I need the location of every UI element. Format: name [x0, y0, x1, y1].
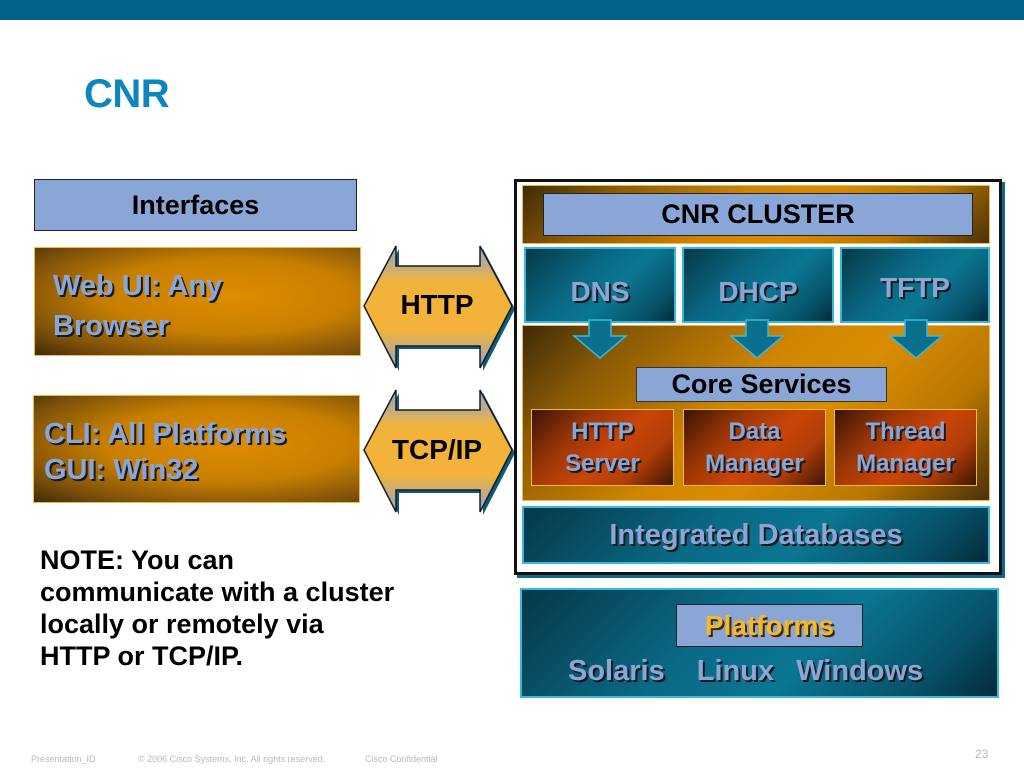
double-arrow-icon	[363, 245, 515, 371]
core-services-label: Core Services	[636, 367, 887, 402]
integrated-databases-label: Integrated Databases	[609, 518, 903, 551]
interface-box-cli-gui: CLI: All Platforms GUI: Win32	[33, 395, 360, 503]
interface-box-line: Browser	[53, 310, 170, 342]
component-line: Data	[728, 417, 781, 445]
down-arrow-icon	[571, 319, 629, 359]
note-line: locally or remotely via	[40, 609, 324, 639]
interface-box-line: GUI: Win32	[44, 454, 199, 486]
footer-confidential: Cisco Confidential	[365, 754, 438, 764]
platforms-header-text: Platforms	[704, 609, 835, 641]
footer-copyright: © 2006 Cisco Systems, Inc. All rights re…	[138, 754, 326, 764]
service-tftp: TFTP	[840, 247, 990, 323]
page-number: 23	[975, 747, 989, 761]
platform-item-windows: Windows	[796, 655, 924, 687]
core-services-text: Core Services	[671, 369, 852, 399]
component-line: Manager	[705, 449, 804, 477]
protocol-label-tcpip: TCP/IP	[391, 434, 483, 465]
down-arrow-icon	[728, 319, 786, 359]
component-line: HTTP	[571, 417, 634, 445]
interfaces-header-text: Interfaces	[131, 189, 260, 220]
platforms-header: Platforms	[676, 604, 863, 647]
service-dns: DNS	[524, 247, 676, 323]
platform-list: Solaris Linux Windows	[568, 655, 988, 693]
service-label: DNS	[570, 276, 630, 307]
cluster-header: CNR CLUSTER	[543, 193, 973, 236]
top-banner	[0, 0, 1024, 20]
protocol-label-http: HTTP	[400, 289, 474, 320]
note-line: HTTP or TCP/IP.	[40, 641, 244, 671]
component-line: Server	[565, 449, 640, 477]
interface-box-line: Web UI: Any	[53, 270, 223, 302]
interfaces-header: Interfaces	[34, 179, 357, 231]
footer-presentation-id: Presentation_ID	[31, 754, 96, 764]
component-thread-manager: Thread Manager	[834, 409, 977, 486]
interface-box-web-ui: Web UI: Any Browser	[34, 247, 361, 356]
service-dhcp: DHCP	[682, 247, 834, 323]
platform-item-linux: Linux	[696, 655, 775, 687]
component-line: Manager	[856, 449, 955, 477]
down-arrow-icon	[887, 319, 945, 359]
component-http-server: HTTP Server	[531, 409, 674, 486]
slide-title: CNR	[84, 72, 170, 116]
component-data-manager: Data Manager	[683, 409, 826, 486]
component-line: Thread	[865, 417, 946, 445]
integrated-databases: Integrated Databases	[522, 506, 990, 564]
service-label: TFTP	[880, 272, 950, 303]
note-line: communicate with a cluster	[40, 577, 395, 607]
platform-item-solaris: Solaris	[568, 655, 665, 687]
note-line: NOTE: You can	[40, 545, 235, 575]
note-text: NOTE: You can communicate with a cluster…	[40, 544, 510, 672]
interface-box-line: CLI: All Platforms	[44, 418, 287, 450]
service-label: DHCP	[718, 276, 798, 307]
double-arrow-icon	[363, 389, 515, 515]
cluster-header-text: CNR CLUSTER	[661, 199, 855, 229]
